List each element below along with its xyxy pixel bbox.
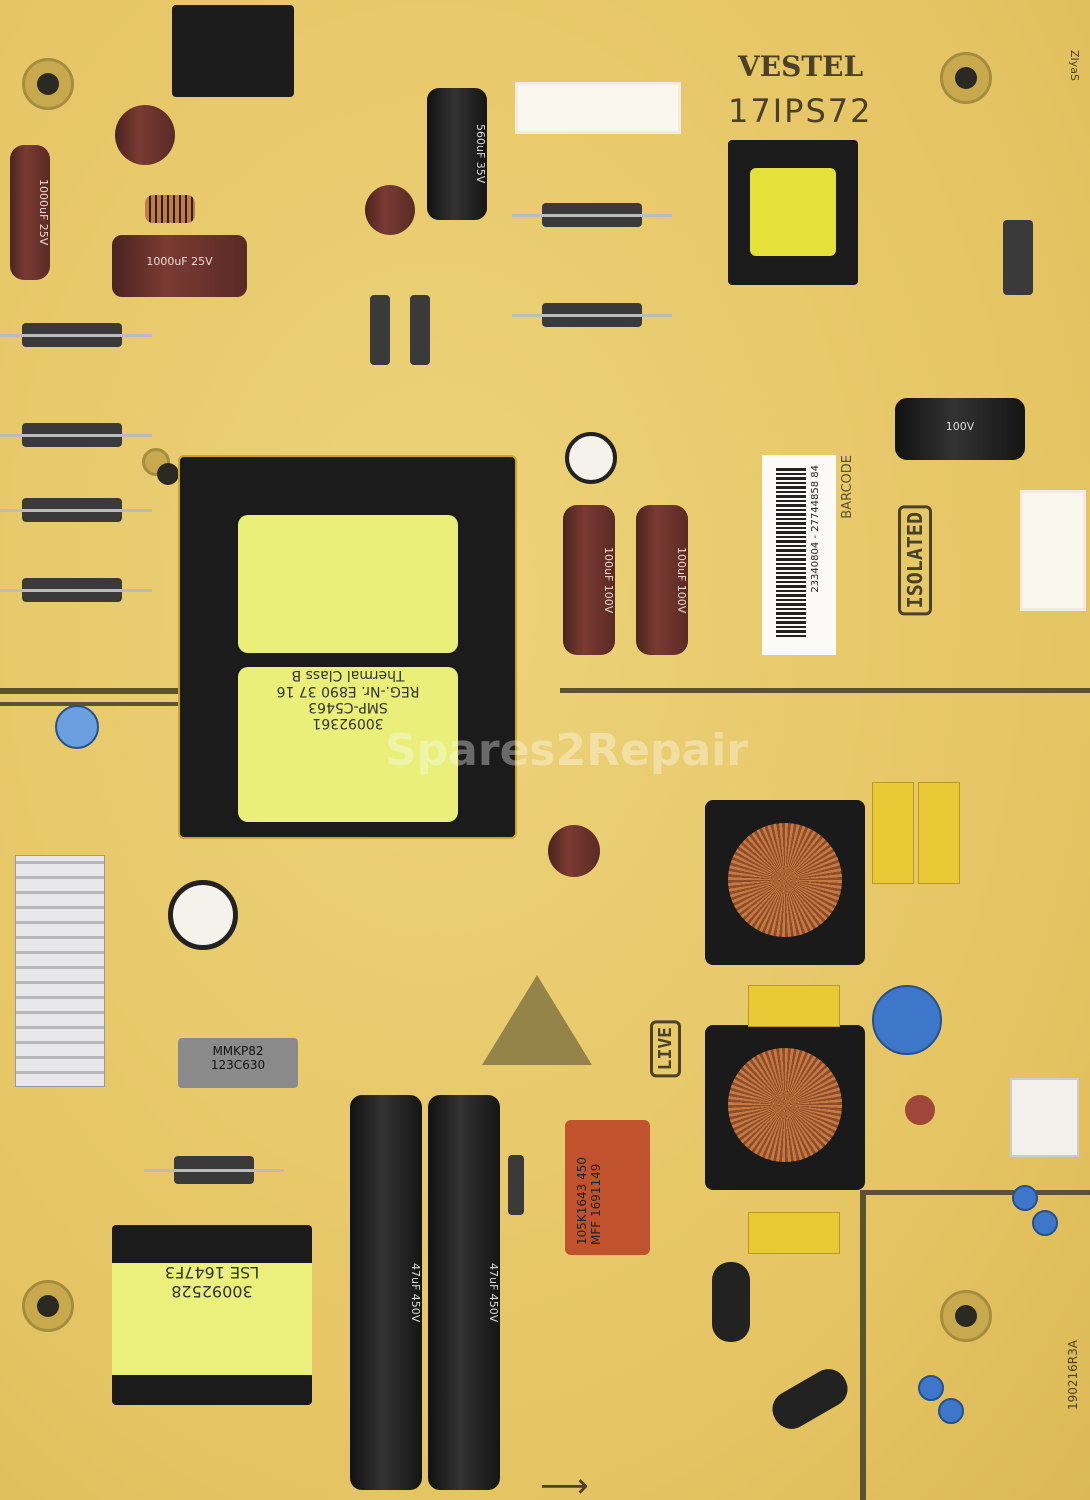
mounting-hole	[22, 58, 74, 110]
connector-cn3[interactable]	[172, 5, 294, 97]
y-capacitor-blue	[1012, 1185, 1038, 1211]
diode	[22, 498, 122, 522]
standby-part-no: 30092528	[171, 1282, 253, 1301]
y-capacitor-blue	[918, 1375, 944, 1401]
diode	[174, 1156, 254, 1184]
capacitor-small-2	[365, 185, 415, 235]
capacitor-aux-black: 100V	[895, 398, 1025, 460]
transformer-class: Thermal Class B	[291, 667, 405, 683]
diode	[370, 265, 390, 395]
barcode-number: 23340804 - 27744858 84	[810, 465, 821, 593]
diode	[22, 323, 122, 347]
mounting-hole	[940, 1290, 992, 1342]
y-capacitor-blue	[938, 1398, 964, 1424]
diode	[22, 578, 122, 602]
y-capacitor	[748, 1212, 840, 1254]
standby-transformer: 30092528 LSE 1647F3	[112, 1225, 312, 1405]
toroid-winding	[710, 1030, 860, 1180]
isolation-line	[860, 1190, 1090, 1195]
fuse-resistor	[905, 1095, 935, 1125]
diode	[542, 303, 642, 327]
diode	[22, 423, 122, 447]
capacitor-100v-2: 100uF 100V	[636, 505, 688, 655]
capacitor-1000uf: 1000uF 25V	[10, 145, 50, 280]
y-capacitor-blue	[1032, 1210, 1058, 1236]
varistor	[872, 985, 942, 1055]
inductor	[765, 1362, 855, 1436]
silicone-blob	[168, 880, 238, 950]
ceramic-capacitor	[55, 705, 99, 749]
revision-code: 190216R3A	[1066, 1340, 1080, 1410]
transformer-model: SMP-C5463	[308, 699, 388, 715]
toroid-winding	[710, 805, 860, 955]
capacitor-c108	[548, 825, 600, 877]
capacitor-100v: 100uF 100V	[563, 505, 615, 655]
barcode-sticker: 23340804 - 27744858 84	[762, 455, 836, 655]
diode	[508, 1125, 524, 1245]
coil	[145, 195, 195, 223]
aux-transformer	[728, 140, 858, 285]
y-capacitor	[748, 985, 840, 1027]
live-label: LIVE	[650, 1020, 681, 1078]
transformer-label: 30092361 SMP-C5463 REG.-Nr. E890 37 16 T…	[238, 667, 458, 822]
model-label: 17IPS72	[728, 92, 873, 130]
silicone-blob	[565, 432, 617, 484]
mounting-hole	[22, 1280, 74, 1332]
connector-mains[interactable]	[1010, 1078, 1079, 1157]
x-capacitor-film: 105K1643 450 MFF 1691149	[565, 1120, 650, 1255]
transformer-reg: REG.-Nr. E890 37 16	[276, 683, 420, 699]
connector-cn5[interactable]	[1020, 490, 1086, 611]
x-capacitor	[918, 782, 960, 884]
bulk-capacitor-450v-2: 47uF 450V	[428, 1095, 500, 1490]
heatsink	[15, 855, 105, 1087]
capacitor-small	[115, 105, 175, 165]
isolated-label: ISOLATED	[898, 505, 932, 616]
diode	[542, 203, 642, 227]
brand-label: VESTEL	[738, 50, 864, 83]
main-transformer: 30092361 SMP-C5463 REG.-Nr. E890 37 16 T…	[178, 455, 517, 839]
isolation-line	[560, 688, 1090, 693]
direction-arrow-icon: ⟶	[540, 1466, 589, 1500]
x-capacitor	[872, 782, 914, 884]
watermark: Spares2Repair	[385, 725, 748, 776]
bulk-capacitor-450v: 47uF 450V	[350, 1095, 422, 1490]
mounting-hole	[142, 448, 179, 485]
diode	[1003, 190, 1033, 325]
high-voltage-warning-icon	[482, 975, 592, 1065]
inductor	[712, 1262, 750, 1342]
capacitor-560uf: 560uF 35V	[427, 88, 487, 220]
isolation-line	[860, 1190, 866, 1500]
barcode-label: BARCODE	[840, 455, 855, 519]
standby-code: LSE 1647F3	[164, 1263, 260, 1282]
capacitor-1000uf-2: 1000uF 25V	[112, 235, 247, 297]
diode	[410, 265, 430, 395]
corner-code: ZIyaS	[1068, 50, 1081, 82]
connector-cn6[interactable]	[515, 82, 681, 134]
mounting-hole	[940, 52, 992, 104]
